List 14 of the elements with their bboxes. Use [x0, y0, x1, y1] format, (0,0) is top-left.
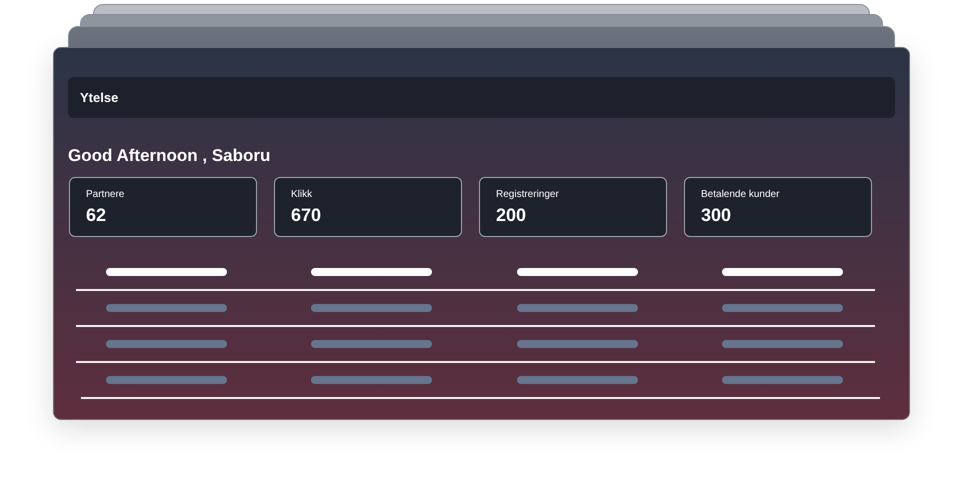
header-bar: Ytelse [68, 77, 895, 118]
stat-label: Partnere [86, 189, 124, 200]
stat-value: 200 [496, 205, 526, 226]
greeting-text: Good Afternoon , Saboru [68, 146, 270, 166]
stat-value: 62 [86, 205, 106, 226]
stat-label: Klikk [291, 189, 312, 200]
stat-label: Registreringer [496, 189, 559, 200]
stat-value: 300 [701, 205, 732, 226]
stat-card [684, 177, 872, 237]
stat-label: Betalende kunder [701, 189, 780, 200]
stat-card [274, 177, 462, 237]
stat-card [69, 177, 257, 237]
stat-card [479, 177, 667, 237]
stat-value: 670 [291, 205, 322, 226]
